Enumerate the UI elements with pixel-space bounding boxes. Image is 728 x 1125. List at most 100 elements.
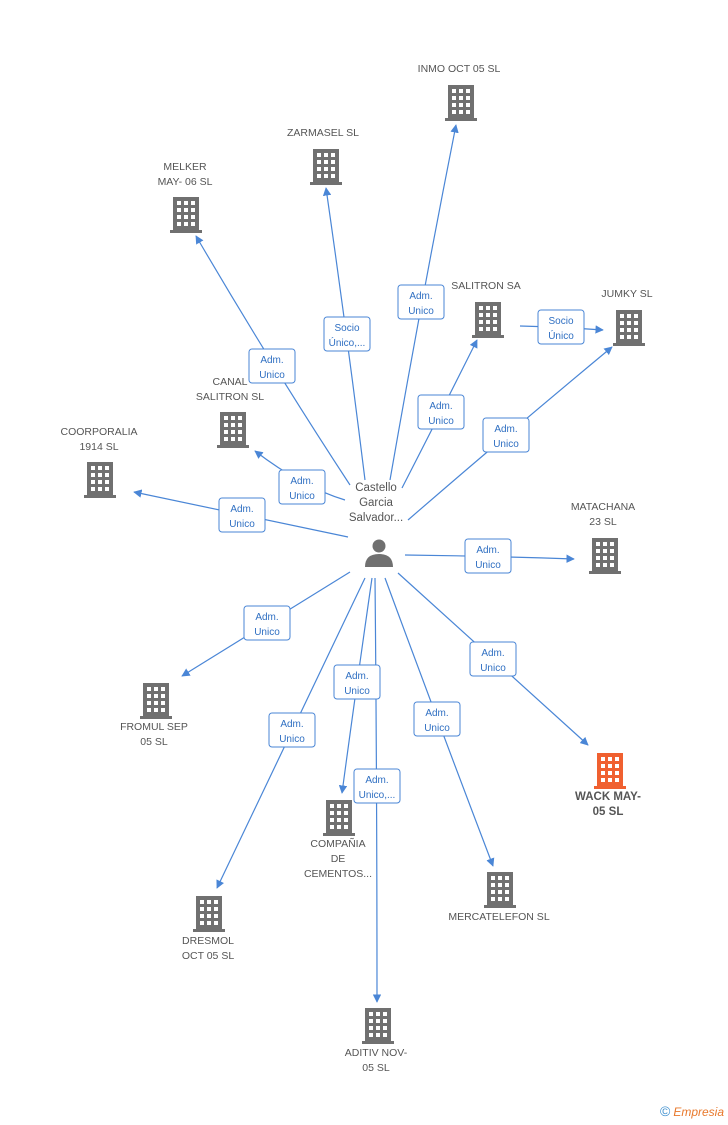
building-icon [217, 412, 249, 448]
relation-label-inmo[interactable]: Adm. Unico [397, 284, 445, 320]
company-node-zarmasel[interactable]: ZARMASEL SL [287, 127, 359, 185]
relation-text: Adm. [409, 291, 432, 302]
relation-text: Adm. [280, 719, 303, 730]
relation-label-matachana[interactable]: Adm. Unico [464, 538, 512, 574]
relation-label-mercatelefon[interactable]: Adm. Unico [413, 701, 461, 737]
building-icon [484, 872, 516, 908]
company-label: 1914 SL [79, 441, 118, 453]
company-label: ADITIV NOV- [345, 1047, 408, 1059]
relation-box [464, 538, 512, 574]
relation-box [537, 309, 585, 345]
relation-text: Adm. [345, 671, 368, 682]
relation-text: Socio [548, 316, 573, 327]
person-label: Garcia [359, 497, 393, 509]
relation-text: Adm. [494, 424, 517, 435]
building-icon [594, 753, 626, 789]
relation-label-dresmol[interactable]: Adm. Unico [268, 712, 316, 748]
building-icon [193, 896, 225, 932]
relation-text: Unico [424, 723, 450, 734]
company-label: 23 SL [589, 516, 617, 528]
company-label: MAY- 06 SL [158, 176, 213, 188]
relation-text: Unico [475, 560, 501, 571]
company-label: ZARMASEL SL [287, 127, 359, 139]
person-icon [365, 539, 393, 567]
building-icon [170, 197, 202, 233]
relation-text: Unico [428, 416, 454, 427]
relation-label-aditiv[interactable]: Adm.Unico,... [353, 768, 401, 804]
company-label: OCT 05 SL [182, 950, 234, 962]
company-node-coorporalia[interactable]: COORPORALIA 1914 SL [60, 426, 138, 498]
copyright-icon: © [659, 1103, 671, 1119]
building-icon [310, 149, 342, 185]
center-person-node[interactable]: CastelloGarciaSalvador... [349, 482, 403, 567]
relation-text: Adm. [260, 355, 283, 366]
relation-text: Unico [254, 627, 280, 638]
building-icon [362, 1008, 394, 1044]
relation-label-salitronsa[interactable]: Adm. Unico [417, 394, 465, 430]
relation-text: Adm. [481, 648, 504, 659]
relation-text: Unico [279, 734, 305, 745]
company-label: CANAL [212, 376, 247, 388]
relation-box [218, 497, 266, 533]
building-icon [140, 683, 172, 719]
company-label: DRESMOL [182, 935, 234, 947]
relation-text: Unico [408, 306, 434, 317]
relation-text: Adm. [425, 708, 448, 719]
relation-label-compania[interactable]: Adm. Unico [333, 664, 381, 700]
relation-text: Adm. [476, 545, 499, 556]
relation-box [278, 469, 326, 505]
relation-label-fromul[interactable]: Adm.Unico [243, 605, 291, 641]
relation-label-melker[interactable]: Adm. Unico [248, 348, 296, 384]
relation-box [268, 712, 316, 748]
relation-label-canal[interactable]: Adm. Unico [278, 469, 326, 505]
company-node-aditiv[interactable]: ADITIV NOV- 05 SL [345, 1008, 408, 1074]
relation-box [248, 348, 296, 384]
company-label: WACK MAY- [575, 791, 641, 803]
company-label: SALITRON SL [196, 391, 264, 403]
relation-box [323, 316, 371, 352]
building-icon [323, 800, 355, 836]
company-label: 05 SL [140, 736, 168, 748]
relation-text: Unico,... [359, 790, 396, 801]
relation-box [397, 284, 445, 320]
relation-label-zarmasel[interactable]: SocioÚnico,... [323, 316, 371, 352]
building-icon [472, 302, 504, 338]
company-label: 05 SL [362, 1062, 390, 1074]
company-node-jumky[interactable]: JUMKY SL [601, 288, 653, 346]
relation-text: Adm. [290, 476, 313, 487]
company-node-dresmol[interactable]: DRESMOL OCT 05 SL [182, 896, 234, 962]
company-node-compania[interactable]: COMPAÑIADECEMENTOS... [304, 800, 372, 880]
relation-text: Unico [344, 686, 370, 697]
company-node-canal[interactable]: CANAL SALITRON SL [196, 376, 264, 448]
relation-label-wack[interactable]: Adm.Unico [469, 641, 517, 677]
relation-label-coorporalia[interactable]: Adm.Unico [218, 497, 266, 533]
company-node-salitronsa[interactable]: SALITRON SA [451, 280, 521, 338]
relation-text: Adm. [429, 401, 452, 412]
building-icon [613, 310, 645, 346]
company-label: COMPAÑIA [310, 837, 365, 850]
building-icon [84, 462, 116, 498]
company-label: COORPORALIA [60, 426, 137, 438]
company-node-mercatelefon[interactable]: MERCATELEFON SL [448, 872, 550, 923]
company-label: JUMKY SL [601, 288, 652, 300]
person-label: Salvador... [349, 512, 403, 524]
relation-text: Unico [259, 370, 285, 381]
relation-text: Unico [229, 519, 255, 530]
relation-box [353, 768, 401, 804]
company-node-inmo[interactable]: INMO OCT 05 SL [418, 63, 501, 121]
building-icon [589, 538, 621, 574]
company-node-wack[interactable]: WACK MAY-05 SL [575, 753, 641, 818]
brand-logo: Empresia [673, 1105, 724, 1119]
relation-text: Único [548, 329, 574, 342]
relation-text: Unico [289, 491, 315, 502]
footer-brand: ©Empresia [660, 1103, 724, 1119]
company-label: DE [331, 853, 346, 865]
relation-box [417, 394, 465, 430]
relation-label-jumky[interactable]: Adm.Unico [482, 417, 530, 453]
relation-box [469, 641, 517, 677]
